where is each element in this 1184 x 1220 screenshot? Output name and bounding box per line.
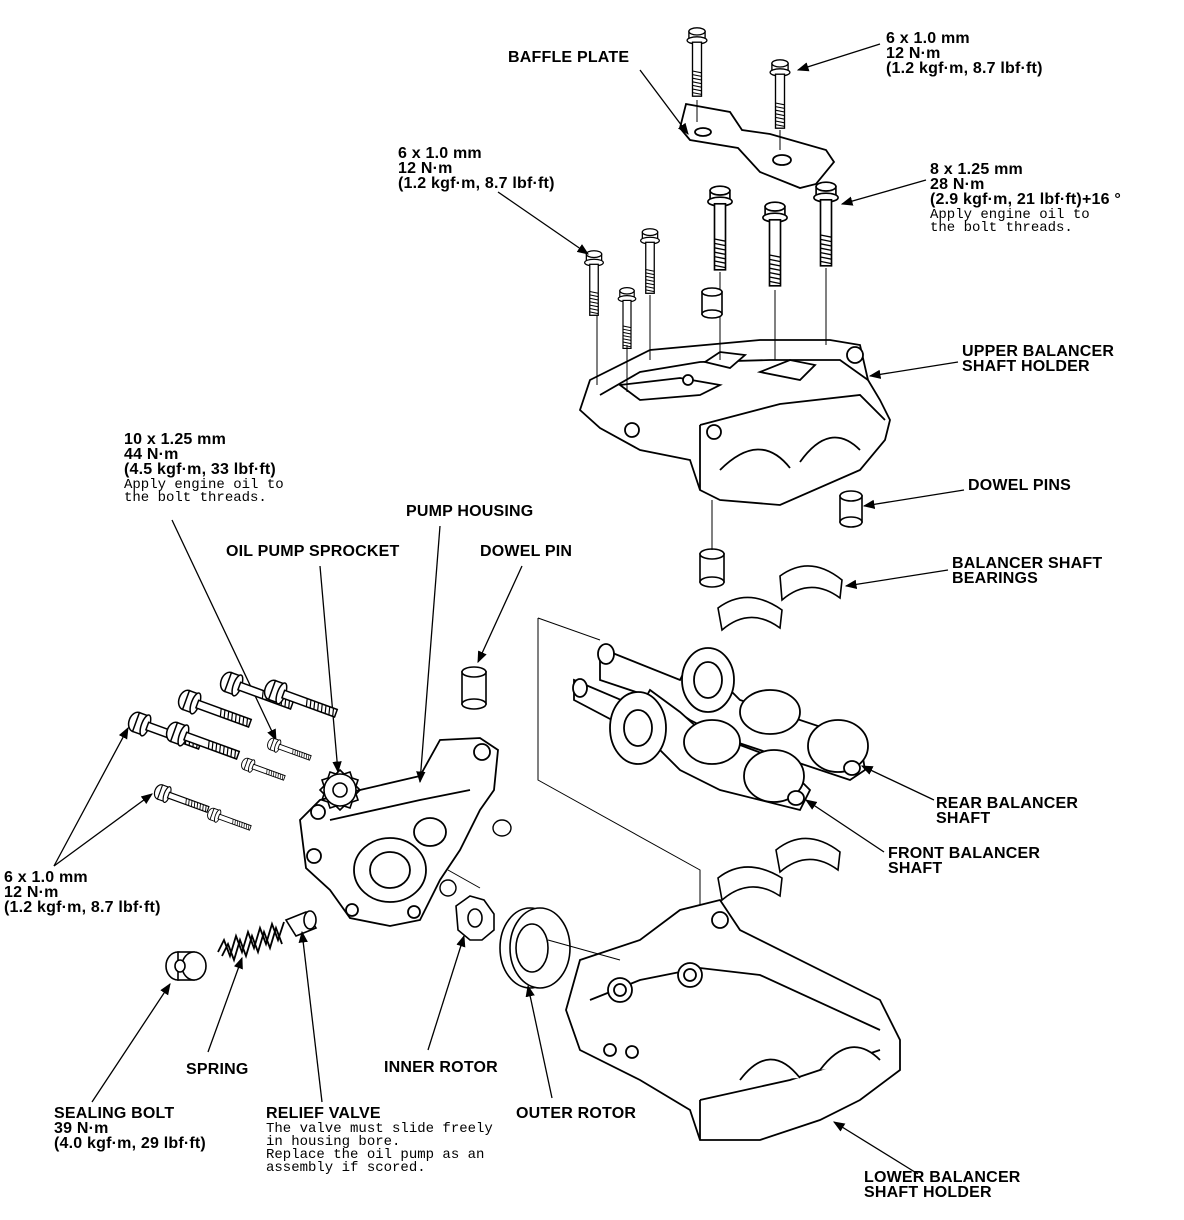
label-inner-rotor: INNER ROTOR — [384, 1059, 498, 1076]
pump-bolt-6 — [265, 735, 314, 765]
leader-rear-shaft — [860, 765, 935, 801]
upper-balancer-shaft-holder — [578, 339, 891, 506]
upper-bolt-5 — [762, 201, 788, 287]
leader-upper-holder — [868, 361, 959, 379]
pump-dowel-1 — [492, 819, 512, 837]
leader-dowel-pin — [477, 565, 523, 664]
bearing-lower — [717, 837, 841, 902]
label-relief-valve: RELIEF VALVE — [266, 1105, 381, 1122]
label-bolt-10x125: 10 x 1.25 mm 44 N·m (4.5 kgf·m, 33 lbf·f… — [124, 431, 276, 478]
leader-dowel-pins — [862, 489, 965, 509]
leader-outer-rotor — [525, 984, 553, 1099]
leader-spring — [207, 956, 243, 1053]
leader-bearings — [844, 569, 949, 589]
dowel-pin-left — [699, 548, 725, 588]
relief-valve — [284, 910, 318, 937]
leader-baffle-plate — [639, 69, 689, 135]
label-bolt-bottom-left: 6 x 1.0 mm 12 N·m (1.2 kgf·m, 8.7 lbf·ft… — [4, 869, 161, 916]
label-front-shaft: FRONT BALANCER SHAFT — [888, 845, 1041, 877]
leader-lower-holder — [833, 1121, 919, 1175]
label-spring: SPRING — [186, 1061, 249, 1078]
leader-sealing-bolt — [91, 983, 171, 1103]
note-bolt-10x125: Apply engine oil to the bolt threads. — [124, 477, 284, 506]
outer-rotor — [499, 907, 571, 989]
label-dowel-pin: DOWEL PIN — [480, 543, 573, 560]
leader-relief-valve — [298, 930, 323, 1103]
label-oil-pump-sprocket: OIL PUMP SPROCKET — [226, 543, 400, 560]
oil-pump-sprocket — [318, 768, 362, 812]
upper-bolt-3 — [640, 228, 660, 294]
pump-housing — [299, 737, 499, 927]
baffle-bolt-right — [769, 59, 791, 129]
pump-bolt-2 — [260, 676, 341, 725]
upper-bolt-4 — [707, 185, 733, 271]
lower-balancer-shaft-holder — [565, 898, 901, 1141]
label-bolt-mid-left: 6 x 1.0 mm 12 N·m (1.2 kgf·m, 8.7 lbf·ft… — [398, 145, 555, 192]
label-baffle-plate: BAFFLE PLATE — [508, 49, 630, 66]
leader-bolt-bottom-left-2 — [53, 793, 153, 867]
leader-bolt-8x125 — [840, 179, 927, 206]
dowel-top — [701, 287, 723, 319]
pump-dowel-2 — [439, 879, 457, 897]
reference-line — [537, 617, 701, 920]
label-rear-shaft: REAR BALANCER SHAFT — [936, 795, 1079, 827]
dowel-pin-right — [839, 490, 863, 528]
label-sealing-bolt: SEALING BOLT 39 N·m (4.0 kgf·m, 29 lbf·f… — [54, 1105, 206, 1152]
spring — [217, 921, 285, 963]
leader-bolt-10x125 — [171, 519, 277, 742]
baffle-bolt-left — [686, 27, 708, 97]
label-bolt-top-right: 6 x 1.0 mm 12 N·m (1.2 kgf·m, 8.7 lbf·ft… — [886, 30, 1043, 77]
pump-bolt-8 — [151, 781, 212, 818]
upper-bolt-1 — [584, 250, 604, 316]
note-bolt-8x125: Apply engine oil to the bolt threads. — [930, 207, 1090, 236]
bearing-upper-1 — [717, 565, 843, 632]
leader-front-shaft — [805, 799, 885, 853]
sealing-bolt — [165, 951, 207, 981]
dowel-pin-pump — [461, 666, 487, 710]
pump-bolt-7 — [239, 755, 288, 785]
pump-bolt-5 — [162, 718, 243, 767]
note-relief-valve: The valve must slide freely in housing b… — [266, 1121, 493, 1176]
label-pump-housing: PUMP HOUSING — [406, 503, 534, 520]
label-bolt-8x125: 8 x 1.25 mm 28 N·m (2.9 kgf·m, 21 lbf·ft… — [930, 161, 1121, 208]
leader-pump-housing — [416, 525, 441, 784]
baffle-plate — [679, 102, 836, 189]
leader-oil-pump-sprocket — [319, 565, 342, 774]
pump-bolt-4 — [124, 708, 205, 757]
upper-bolt-6 — [813, 181, 839, 267]
upper-bolt-2 — [617, 287, 637, 349]
leader-inner-rotor — [427, 934, 466, 1051]
leader-bolt-mid-left — [497, 191, 589, 255]
label-outer-rotor: OUTER ROTOR — [516, 1105, 637, 1122]
leader-bolt-bottom-left-1 — [53, 726, 129, 867]
label-dowel-pins: DOWEL PINS — [968, 477, 1072, 494]
inner-rotor — [455, 895, 495, 941]
label-bearings: BALANCER SHAFT BEARINGS — [952, 555, 1103, 587]
pump-bolt-9 — [205, 805, 254, 835]
leader-bolt-top-right — [796, 43, 881, 72]
label-lower-holder: LOWER BALANCER SHAFT HOLDER — [864, 1169, 1021, 1201]
front-balancer-shaft — [572, 678, 812, 812]
label-upper-holder: UPPER BALANCER SHAFT HOLDER — [962, 343, 1115, 375]
